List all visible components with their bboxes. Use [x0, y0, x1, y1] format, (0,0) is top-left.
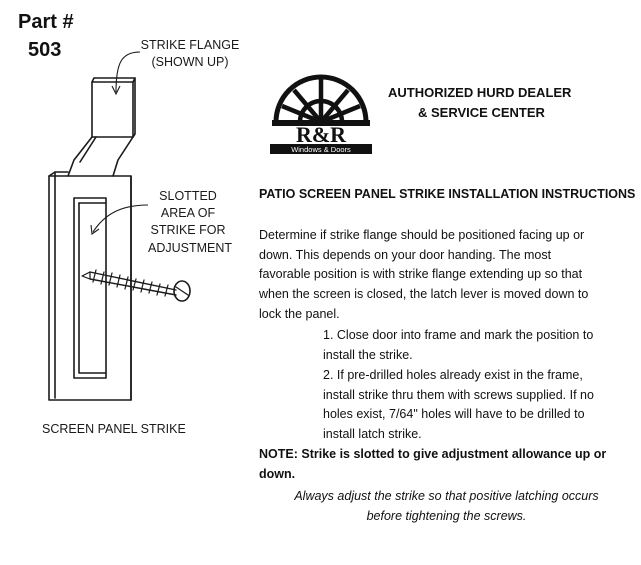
flange-callout-line [115, 51, 141, 93]
step-line: install latch strike. [323, 427, 422, 442]
slot-callout-text: SLOTTED [159, 189, 217, 203]
slot-callout-line [92, 204, 149, 233]
strike-diagram [48, 51, 191, 401]
intro-line: down. This depends on your door handing.… [259, 247, 552, 262]
note-line: NOTE: Strike is slotted to give adjustme… [259, 447, 607, 461]
slot-callout-text: ADJUSTMENT [148, 241, 233, 255]
part-number: 503 [28, 39, 62, 61]
slot-callout-text: STRIKE FOR [150, 223, 226, 237]
strike-slot [73, 197, 107, 379]
instructions-heading: PATIO SCREEN PANEL STRIKE INSTALLATION I… [259, 187, 636, 201]
step-1: 1. Close door into frame and mark the po… [323, 326, 633, 365]
part-label: Part # [18, 11, 74, 33]
instructions-intro: Determine if strike flange should be pos… [259, 226, 634, 325]
company-logo: R&R Windows & Doors [270, 64, 372, 154]
closing-note: Always adjust the strike so that positiv… [259, 486, 634, 526]
step-line: install the strike. [323, 347, 413, 362]
diagram-caption: SCREEN PANEL STRIKE [42, 422, 186, 436]
step-2: 2. If pre-drilled holes already exist in… [323, 366, 633, 445]
closing-line: before tightening the screws. [366, 509, 527, 523]
logo-name: R&R [296, 122, 347, 147]
intro-line: Determine if strike flange should be pos… [259, 228, 585, 242]
note: NOTE: Strike is slotted to give adjustme… [259, 445, 606, 484]
closing-line: Always adjust the strike so that positiv… [294, 489, 599, 503]
screw-icon [81, 269, 191, 302]
intro-line: when the screen is closed, the latch lev… [259, 287, 589, 302]
intro-line: favorable position is with strike flange… [259, 267, 583, 282]
strike-flange [91, 81, 134, 138]
step-line: holes exist, 7/64" holes will have to be… [323, 407, 585, 422]
dealer-subtitle: & SERVICE CENTER [418, 105, 545, 120]
step-line: 2. If pre-drilled holes already exist in… [323, 368, 583, 382]
dealer-title: AUTHORIZED HURD DEALER [388, 85, 572, 100]
intro-line: lock the panel. [259, 306, 340, 321]
flange-callout-text: STRIKE FLANGE [140, 38, 240, 52]
note-line: down. [259, 466, 296, 481]
flange-callout-text: (SHOWN UP) [151, 55, 229, 69]
step-line: install strike thru them with screws sup… [323, 387, 594, 402]
step-line: 1. Close door into frame and mark the po… [323, 328, 594, 342]
logo-subtitle: Windows & Doors [291, 145, 351, 154]
slot-callout-text: AREA OF [160, 206, 216, 220]
